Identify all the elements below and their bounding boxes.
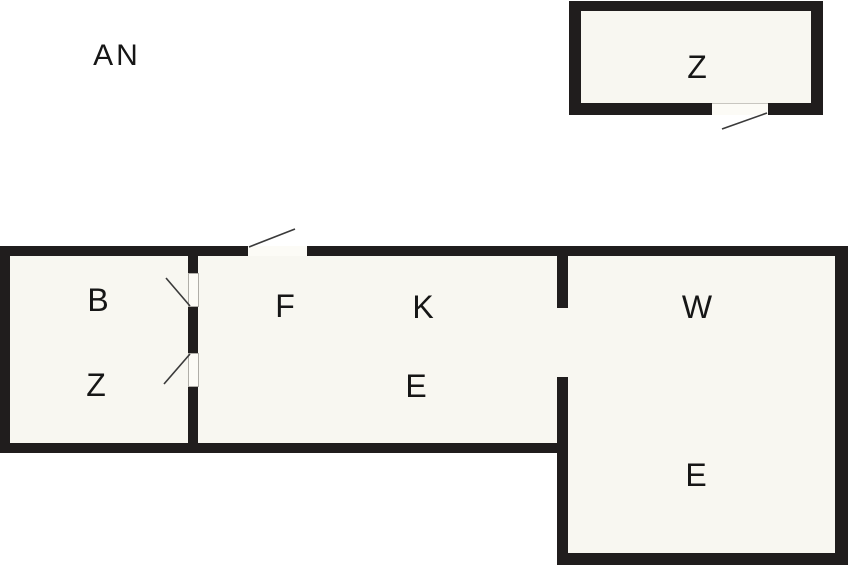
right-wing-wall-bottom xyxy=(557,553,848,565)
door-swing-outbuilding xyxy=(721,112,768,130)
room-label-e-lower: E xyxy=(685,457,709,493)
main-wall-bottom-left xyxy=(0,443,568,453)
door-opening-z-room xyxy=(188,353,199,387)
door-swing-z-room xyxy=(163,353,191,385)
main-wall-top-right xyxy=(307,246,848,256)
room-label-outbuilding-z: Z xyxy=(687,49,709,85)
inner-wall-left-upper xyxy=(188,256,198,274)
inner-wall-left-middle xyxy=(188,306,198,354)
door-opening-b-room xyxy=(188,273,199,307)
room-label-k: K xyxy=(412,289,436,325)
main-wall-right xyxy=(835,246,848,565)
outbuilding-wall-left xyxy=(569,1,581,115)
outbuilding-door-opening xyxy=(712,103,768,115)
room-label-f: F xyxy=(275,288,297,324)
room-label-b: B xyxy=(87,282,111,318)
main-wall-top-left xyxy=(0,246,248,256)
outbuilding-wall-right xyxy=(811,1,823,115)
room-label-z-left: Z xyxy=(86,367,108,403)
right-wing-area xyxy=(557,246,848,565)
door-swing-entrance xyxy=(248,228,296,248)
inner-wall-right-lower xyxy=(557,377,568,565)
main-wall-left xyxy=(0,246,10,453)
outbuilding-wall-top xyxy=(569,1,823,11)
plan-annotation: AN xyxy=(93,39,141,72)
inner-wall-left-lower xyxy=(188,386,198,443)
door-swing-b-room xyxy=(165,277,191,307)
outbuilding-wall-bottom-right xyxy=(768,103,823,115)
outbuilding-area xyxy=(569,1,823,115)
entrance-door-opening xyxy=(248,246,307,256)
outbuilding-wall-bottom-left xyxy=(569,103,712,115)
room-label-e-middle: E xyxy=(405,368,429,404)
inner-wall-right-upper xyxy=(557,256,568,308)
room-label-w: W xyxy=(681,289,715,325)
